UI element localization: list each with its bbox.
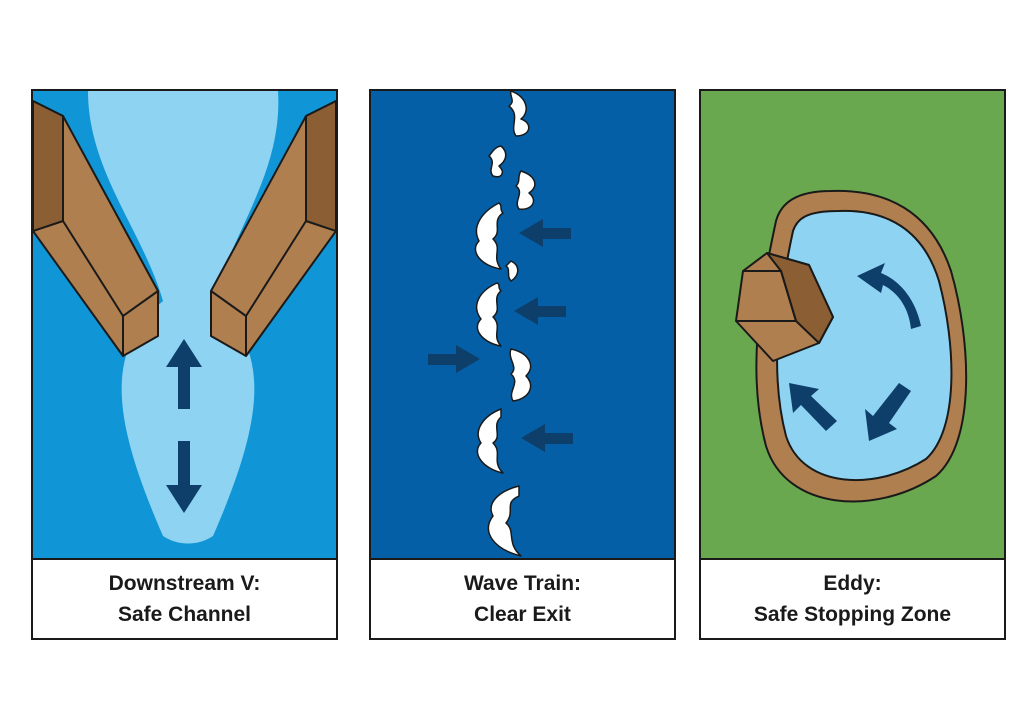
panel-eddy: Eddy: Safe Stopping Zone (699, 89, 1006, 640)
eddy-illustration (701, 91, 1004, 558)
panel-title: Downstream V: (108, 572, 261, 595)
downstream-v-illustration (33, 91, 336, 558)
panel-subtitle: Safe Stopping Zone (753, 603, 952, 626)
left-rock-icon (33, 100, 159, 357)
right-rock-icon (210, 100, 336, 357)
boulder-icon (735, 252, 834, 362)
circular-arrow-icon (789, 263, 921, 441)
down-arrow-icon (166, 441, 202, 513)
safe-channel-tongue (88, 91, 279, 544)
panel-downstream-v: Downstream V: Safe Channel (31, 89, 338, 640)
up-arrow-icon (166, 339, 202, 409)
panel-subtitle: Safe Channel (117, 603, 252, 626)
panel-title: Eddy: (823, 572, 882, 595)
panel-subtitle: Clear Exit (474, 603, 571, 626)
right-arrow-icon (428, 345, 480, 373)
panel-wave-train: Wave Train: Clear Exit (369, 89, 676, 640)
left-arrow-icon (514, 297, 566, 325)
deep-water-background (371, 91, 674, 558)
caption-wave-train: Wave Train: Clear Exit (371, 558, 674, 638)
wave-foam-icon (474, 91, 536, 557)
caption-eddy: Eddy: Safe Stopping Zone (701, 558, 1004, 638)
wave-train-illustration (371, 91, 674, 558)
left-arrow-icon (521, 424, 573, 452)
caption-downstream-v: Downstream V: Safe Channel (33, 558, 336, 638)
panel-title: Wave Train: (463, 572, 582, 595)
left-arrow-icon (519, 219, 571, 247)
